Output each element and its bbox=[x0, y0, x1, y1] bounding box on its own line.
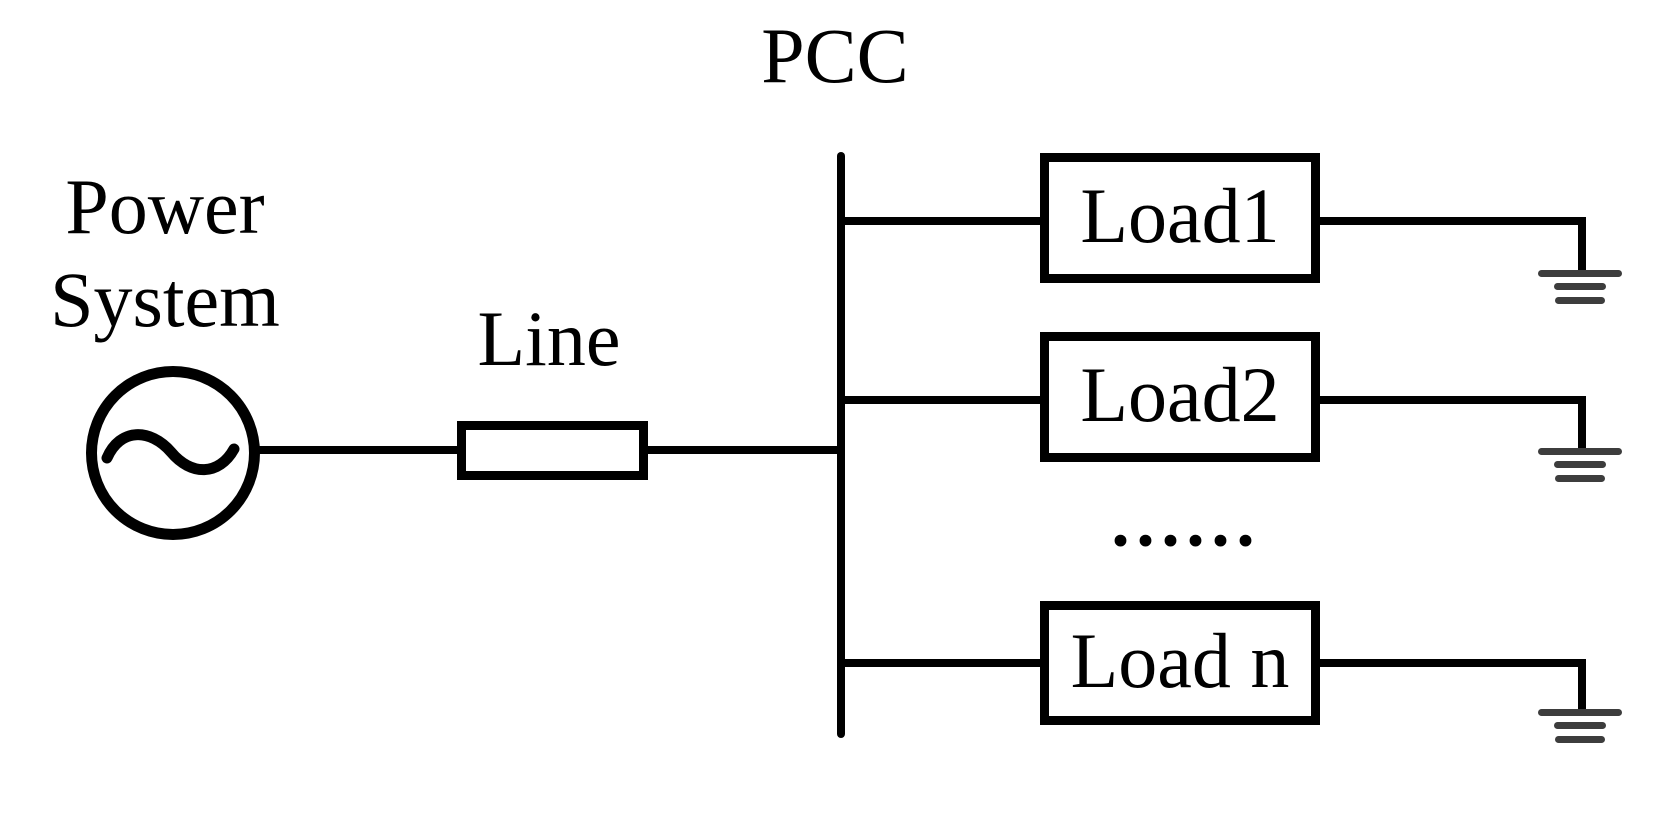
ground-bar bbox=[1554, 461, 1606, 468]
ground-bar bbox=[1554, 283, 1606, 290]
ground-bar bbox=[1538, 448, 1622, 455]
wire-bus-to-load1 bbox=[841, 217, 1044, 225]
load-box-1: Load1 bbox=[1040, 153, 1320, 283]
wire-load1-to-ground bbox=[1316, 217, 1582, 225]
power-system-label: Power System bbox=[5, 160, 325, 346]
wire-source-to-line bbox=[254, 446, 457, 454]
load2-label: Load2 bbox=[1080, 351, 1280, 438]
pcc-label: PCC bbox=[761, 12, 909, 99]
wire-load1-ground-drop bbox=[1578, 217, 1586, 274]
ground-bar bbox=[1555, 297, 1605, 304]
wire-loadn-to-ground bbox=[1316, 659, 1582, 667]
ground-bar bbox=[1538, 270, 1622, 277]
ellipsis-dots: ...... bbox=[1108, 456, 1258, 567]
loadn-label: Load n bbox=[1070, 617, 1290, 704]
ground-icon-2 bbox=[1538, 448, 1622, 484]
ground-bar bbox=[1538, 709, 1622, 716]
power-system-label-line1: Power bbox=[65, 163, 265, 250]
wire-load2-ground-drop bbox=[1578, 396, 1586, 452]
wire-load2-to-ground bbox=[1316, 396, 1582, 404]
wire-line-to-bus bbox=[648, 446, 841, 454]
load-box-n: Load n bbox=[1040, 601, 1320, 725]
wire-bus-to-load2 bbox=[841, 396, 1044, 404]
ground-bar bbox=[1555, 736, 1605, 743]
ground-icon-n bbox=[1538, 709, 1622, 745]
wire-bus-to-loadn bbox=[841, 659, 1044, 667]
load-box-2: Load2 bbox=[1040, 332, 1320, 462]
pcc-bus-bar bbox=[837, 152, 845, 738]
wire-loadn-ground-drop bbox=[1578, 659, 1586, 713]
load1-label: Load1 bbox=[1080, 172, 1280, 259]
sine-wave-icon bbox=[101, 429, 240, 476]
ground-icon-1 bbox=[1538, 270, 1622, 306]
ground-bar bbox=[1554, 722, 1606, 729]
ground-bar bbox=[1555, 475, 1605, 482]
power-system-label-line2: System bbox=[50, 256, 280, 343]
line-impedance-box bbox=[457, 421, 648, 480]
line-label: Line bbox=[477, 295, 621, 382]
